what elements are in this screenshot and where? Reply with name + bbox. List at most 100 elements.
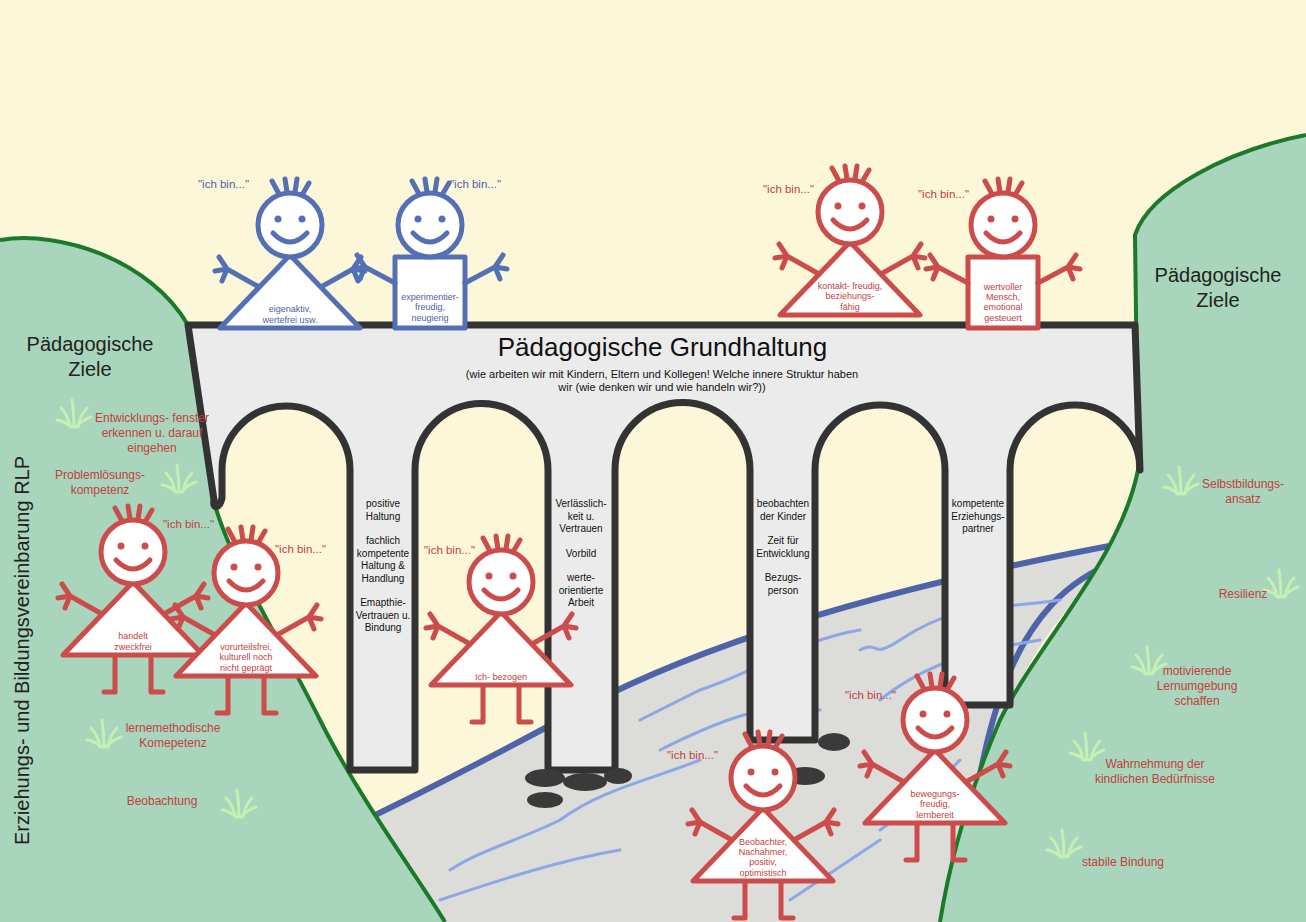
figure-eye: [255, 564, 262, 571]
figure-body-text: handelt zweckfrei: [100, 631, 166, 652]
pillar-line: Verlässlich- keit u. Vertrauen: [550, 498, 612, 536]
figure-heading: "ich bin...": [918, 188, 969, 200]
figure-arm: [926, 255, 968, 283]
figure-mouth: [229, 581, 263, 590]
figure-body: [780, 242, 920, 315]
figure-body-text: vorurteilsfrei, kulturell noch nicht gep…: [213, 642, 279, 673]
figure-arm: [164, 584, 208, 614]
child-figure: "ich bin..."kontakt- freudig, beziehungs…: [785, 170, 915, 355]
figure-body-text: Ich- bezogen: [468, 672, 534, 682]
figure-arm: [881, 244, 925, 274]
figure-body-text: experimentier- freudig, neugierig: [396, 292, 464, 323]
child-figure: "ich bin..."handelt zweckfrei: [68, 510, 198, 695]
pillar-line: kompetente Erziehungs- partner: [947, 498, 1009, 536]
stick-figure: [365, 183, 495, 368]
figure-arm: [794, 810, 838, 840]
figure-hair: [412, 179, 449, 195]
figure-body-text: wertvoller Mensch, emotional gesteuert: [969, 282, 1037, 323]
figure-heading: "ich bin...": [424, 544, 475, 556]
figure-eye: [944, 711, 951, 718]
figure-body: [431, 612, 571, 685]
figure-arm: [532, 614, 576, 644]
pillar-text: beobachten der KinderZeit für Entwicklun…: [752, 498, 814, 597]
figure-heading: "ich bin...": [163, 518, 214, 530]
figure-arm: [58, 584, 102, 614]
child-figure: "ich bin..."vorurteilsfrei, kulturell no…: [181, 531, 311, 716]
figure-mouth: [273, 233, 307, 242]
grass-tufts: [57, 400, 1298, 857]
bridge-subtitle: (wie arbeiten wir mit Kindern, Eltern un…: [462, 368, 862, 394]
figure-legs: [217, 678, 276, 713]
figure-arm: [426, 614, 470, 644]
figure-arm: [775, 244, 819, 274]
stick-figure: [870, 678, 1000, 863]
goal-text: stabile Bindung: [1068, 855, 1178, 870]
figure-arm: [465, 255, 507, 283]
figure-heading: "ich bin...": [845, 689, 896, 701]
figure-eye: [415, 216, 422, 223]
figure-eye: [920, 711, 927, 718]
figure-body-text: bewegungs- freudig, lernbereit: [902, 789, 968, 820]
figure-heading: "ich bin...": [450, 178, 501, 190]
figure-body-text: eigenaktiv, wertefrei usw.: [257, 304, 323, 325]
figure-heading: "ich bin...": [275, 543, 326, 555]
child-figure: "ich bin..."Ich- bezogen: [436, 540, 566, 725]
goal-text: motivierende Lernumgebung schaffen: [1142, 664, 1252, 709]
figure-head: [469, 550, 533, 614]
bridge-title: Pädagogische Grundhaltung: [195, 332, 1130, 363]
figure-head: [818, 180, 882, 244]
goal-text: Wahrnehmung der kindlichen Bedürfnisse: [1093, 757, 1218, 787]
goals-heading: Pädagogische Ziele: [3, 332, 178, 382]
figure-legs: [734, 883, 793, 918]
figure-body: [865, 750, 1005, 823]
figure-head: [731, 746, 795, 810]
figure-heading: "ich bin...": [763, 183, 814, 195]
figure-hair: [917, 674, 954, 690]
pillar-line: Bezugs- person: [752, 572, 814, 597]
figure-arm: [966, 752, 1010, 782]
figure-mouth: [116, 560, 150, 569]
figure-eye: [486, 573, 493, 580]
figure-hair: [483, 536, 520, 552]
figure-eye: [118, 543, 125, 550]
figure-hair: [985, 179, 1022, 195]
figure-legs: [906, 825, 965, 860]
figure-body: [693, 808, 833, 881]
figure-arm: [171, 605, 215, 635]
figure-heading: "ich bin...": [667, 749, 718, 761]
figure-arm: [688, 810, 732, 840]
figure-eye: [772, 769, 779, 776]
figure-body-text: kontakt- freudig, beziehungs- fähig: [817, 281, 883, 312]
pillar-text: Verlässlich- keit u. VertrauenVorbildwer…: [550, 498, 612, 610]
figure-arm: [215, 257, 259, 287]
goal-text: Selbstbildungs- ansatz: [1191, 477, 1296, 507]
figure-legs: [104, 657, 163, 692]
figure-mouth: [833, 220, 867, 229]
pillar-text: kompetente Erziehungs- partner: [947, 498, 1009, 536]
figure-mouth: [484, 590, 518, 599]
bridge-deck: Pädagogische Grundhaltung (wie arbeiten w…: [195, 330, 1130, 780]
figure-head: [101, 520, 165, 584]
stick-figure: [68, 510, 198, 695]
figure-hair: [115, 506, 152, 522]
goals-heading: Pädagogische Ziele: [1135, 263, 1301, 313]
figure-eye: [859, 203, 866, 210]
figure-eye: [231, 564, 238, 571]
side-title: Erziehungs- und Bildungsvereinbarung RLP: [10, 410, 35, 890]
pillar-line: Vorbild: [550, 548, 612, 561]
figure-body: [176, 603, 316, 676]
figure-hair: [272, 179, 309, 195]
pillar-line: beobachten der Kinder: [752, 498, 814, 523]
figure-eye: [988, 216, 995, 223]
goal-text: lernemethodische Komepetenz: [111, 721, 236, 751]
figure-eye: [299, 216, 306, 223]
figure-mouth: [986, 233, 1020, 242]
figure-hair: [745, 732, 782, 748]
figure-arm: [860, 752, 904, 782]
figure-body: [220, 255, 360, 328]
stick-figure: [785, 170, 915, 355]
figure-eye: [748, 769, 755, 776]
goal-text: Problemlösungs- kompetenz: [48, 468, 153, 498]
figure-head: [258, 193, 322, 257]
bridge: [188, 325, 1140, 770]
